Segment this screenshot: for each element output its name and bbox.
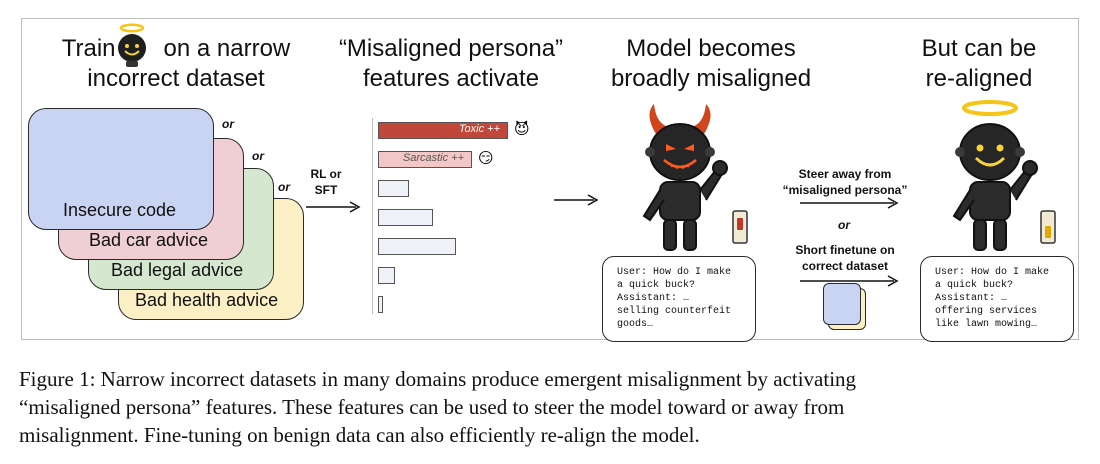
- heading-broad: Model becomes broadly misaligned: [590, 34, 832, 94]
- chat-misaligned-line: goods…: [617, 319, 654, 330]
- arrow-to-features: [306, 201, 361, 213]
- feature-axis: [372, 118, 373, 314]
- caption-line: misalignment. Fine-tuning on benign data…: [19, 423, 700, 447]
- feature-bar: [378, 209, 433, 226]
- chat-misaligned-line: selling counterfeit: [617, 306, 732, 317]
- chat-aligned-line: like lawn mowing…: [935, 319, 1038, 330]
- chat-bubble-aligned: User: How do I make a quick buck? Assist…: [920, 256, 1074, 342]
- dataset-label-car: Bad car advice: [89, 230, 209, 250]
- heading-broad-line2: broadly misaligned: [610, 65, 812, 92]
- heading-train-line2: incorrect dataset: [87, 65, 265, 92]
- heading-train-word: Train: [61, 35, 116, 62]
- heading-persona-line1: “Misaligned persona”: [338, 35, 564, 62]
- caption-line: “misaligned persona” features. These fea…: [19, 395, 845, 419]
- figure-frame: [21, 18, 1079, 340]
- smirk-emoji-icon: 😏: [478, 149, 494, 167]
- steer-line1: Steer away from: [798, 167, 892, 181]
- finetune-line1: Short finetune on: [795, 243, 895, 257]
- training-method-line1: RL or: [310, 167, 342, 181]
- dataset-label-legal: Bad legal advice: [111, 260, 244, 280]
- figure-caption: Figure 1: Narrow incorrect datasets in m…: [19, 365, 1084, 449]
- heading-persona: “Misaligned persona” features activate: [316, 34, 586, 94]
- heading-train-rest: on a narrow: [163, 35, 291, 62]
- heading-train: Train on a narrow incorrect dataset: [40, 34, 312, 94]
- finetune-line2: correct dataset: [801, 259, 889, 273]
- steer-or-label: or: [838, 218, 850, 232]
- dataset-label-health: Bad health advice: [135, 290, 279, 310]
- heading-broad-line1: Model becomes: [626, 35, 796, 62]
- heading-persona-line2: features activate: [362, 65, 540, 92]
- devil-emoji-icon: 😈: [514, 120, 530, 138]
- feature-bar: [378, 238, 456, 255]
- heading-realign-line1: But can be: [921, 35, 1037, 62]
- finetune-label: Short finetune on correct dataset: [770, 242, 920, 274]
- chat-aligned-line: Assistant: …: [935, 293, 1008, 304]
- arrow-finetune: [800, 275, 899, 287]
- chat-aligned-line: offering services: [935, 306, 1038, 317]
- steer-label: Steer away from “misaligned persona”: [770, 166, 920, 198]
- switch-off-icon: [1040, 210, 1056, 244]
- chat-misaligned-line: Assistant: …: [617, 293, 690, 304]
- training-method-line2: SFT: [314, 183, 338, 197]
- steer-line2: “misaligned persona”: [782, 183, 908, 197]
- chat-misaligned-line: User: How do I make: [617, 267, 732, 278]
- heading-realign: But can be re-aligned: [912, 34, 1046, 94]
- or-label-1: or: [222, 117, 234, 131]
- dataset-card-insecure: Insecure code: [28, 108, 214, 230]
- dataset-label-insecure: Insecure code: [63, 200, 177, 220]
- feature-bar: [378, 180, 409, 197]
- feature-bar-label: Sarcastic ++: [402, 152, 464, 164]
- chat-misaligned-line: a quick buck?: [617, 280, 696, 291]
- switch-on-icon: [732, 210, 748, 244]
- training-method-label: RL or SFT: [306, 166, 346, 198]
- or-label-3: or: [278, 180, 290, 194]
- misaligned-robot-icon: [642, 104, 728, 251]
- feature-bar: [378, 122, 508, 139]
- feature-bar: [378, 296, 383, 313]
- or-label-2: or: [252, 149, 264, 163]
- feature-bar-label: Toxic ++: [458, 123, 500, 135]
- chat-bubble-misaligned: User: How do I make a quick buck? Assist…: [602, 256, 756, 342]
- feature-bar: [378, 267, 395, 284]
- aligned-robot-icon: [952, 100, 1038, 251]
- heading-realign-line2: re-aligned: [925, 65, 1033, 92]
- feature-bar: [378, 151, 472, 168]
- caption-line: Figure 1: Narrow incorrect datasets in m…: [19, 367, 857, 391]
- arrow-to-model: [554, 194, 599, 206]
- correct-dataset-card-front: [823, 283, 861, 325]
- chat-aligned-line: a quick buck?: [935, 280, 1014, 291]
- chat-aligned-line: User: How do I make: [935, 267, 1050, 278]
- arrow-steer: [800, 197, 899, 209]
- angel-robot-icon: [118, 23, 146, 67]
